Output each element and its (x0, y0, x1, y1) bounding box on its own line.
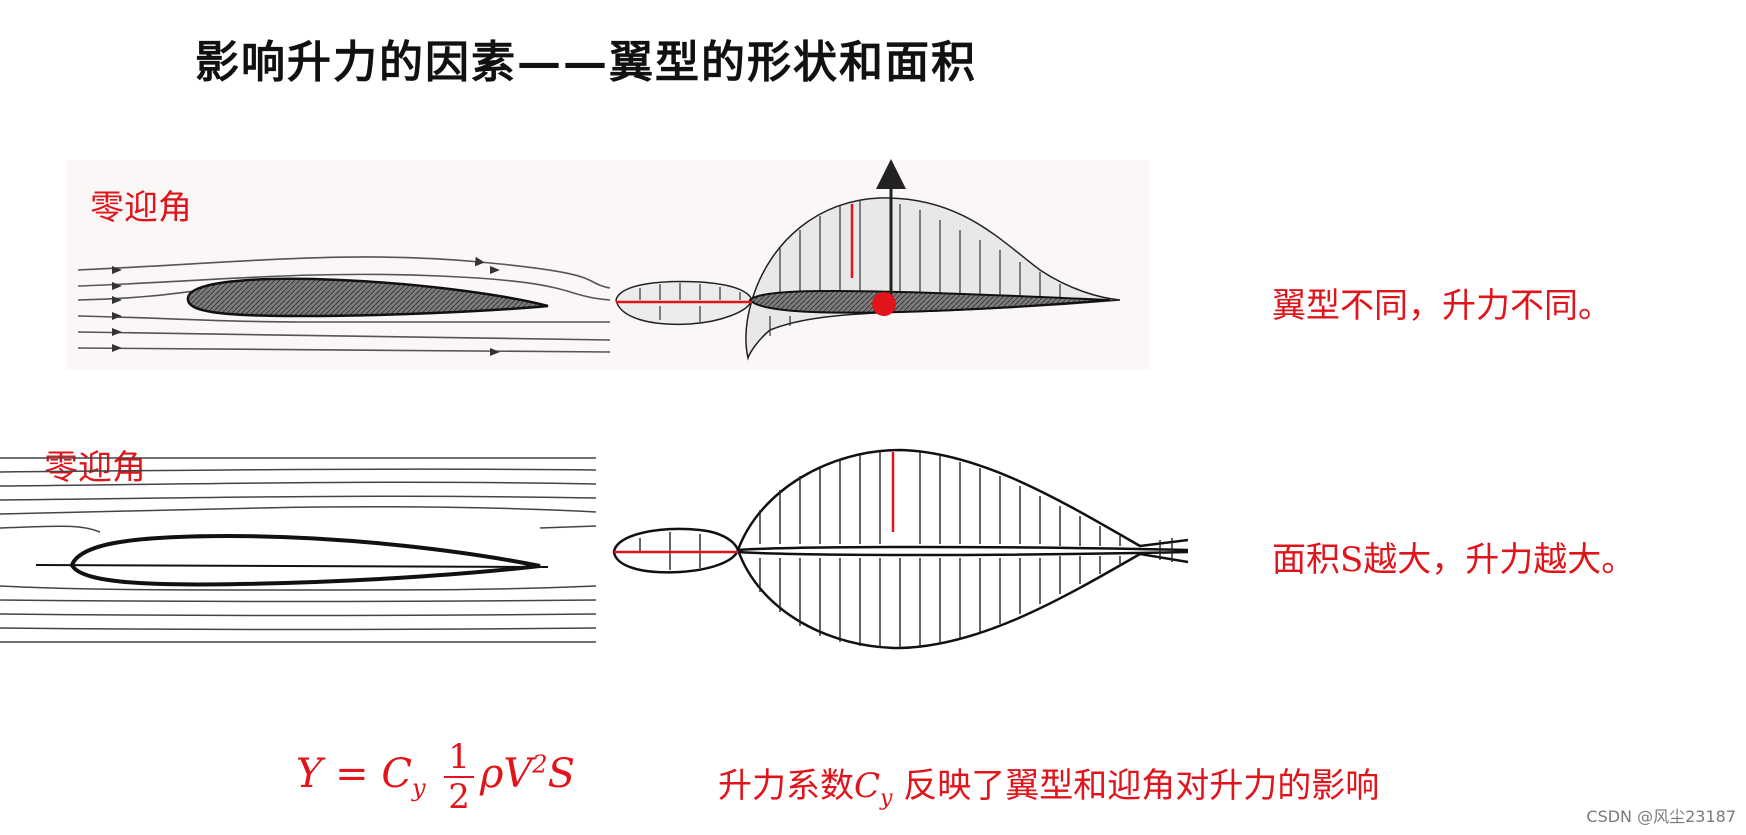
formula-area: S (547, 751, 575, 797)
top-zero-angle-label: 零迎角 (90, 188, 192, 228)
bottom-pressure-distribution (612, 448, 1189, 650)
formula-rho-v: ρV (479, 751, 533, 797)
top-airfoil-section (186, 277, 549, 318)
lift-formula: Y = Cy 1 2 ρV2S (296, 740, 575, 814)
bottom-zero-angle-label: 零迎角 (44, 448, 146, 488)
bottom-chord-line (35, 564, 549, 568)
top-pressure-distribution (615, 197, 1121, 361)
formula-fraction-denominator: 2 (448, 777, 470, 817)
note-prefix: 升力系数 (718, 766, 854, 806)
top-pressure-center-dot (872, 292, 896, 316)
top-streamline-arrows (112, 266, 500, 356)
formula-fraction: 1 2 (444, 740, 474, 814)
top-caption: 翼型不同，升力不同。 (1272, 286, 1612, 326)
bottom-pressure-arrows (639, 452, 1173, 648)
note-coef-subscript: y (880, 785, 893, 811)
bottom-airfoil-section (69, 533, 541, 587)
lift-coefficient-note: 升力系数Cy 反映了翼型和迎角对升力的影响 (718, 758, 1379, 811)
bottom-streamlines (0, 457, 597, 643)
bottom-caption: 面积S越大，升力越大。 (1272, 540, 1636, 580)
formula-v-exponent: 2 (532, 750, 548, 779)
formula-lhs: Y = C (296, 751, 412, 797)
formula-fraction-numerator: 1 (444, 740, 474, 778)
note-coef: C (854, 766, 881, 806)
formula-coef-subscript: y (411, 774, 426, 802)
note-suffix: 反映了翼型和迎角对升力的影响 (903, 766, 1380, 806)
csdn-watermark: CSDN @风尘23187 (1586, 807, 1736, 826)
page-title: 影响升力的因素——翼型的形状和面积 (195, 37, 977, 88)
